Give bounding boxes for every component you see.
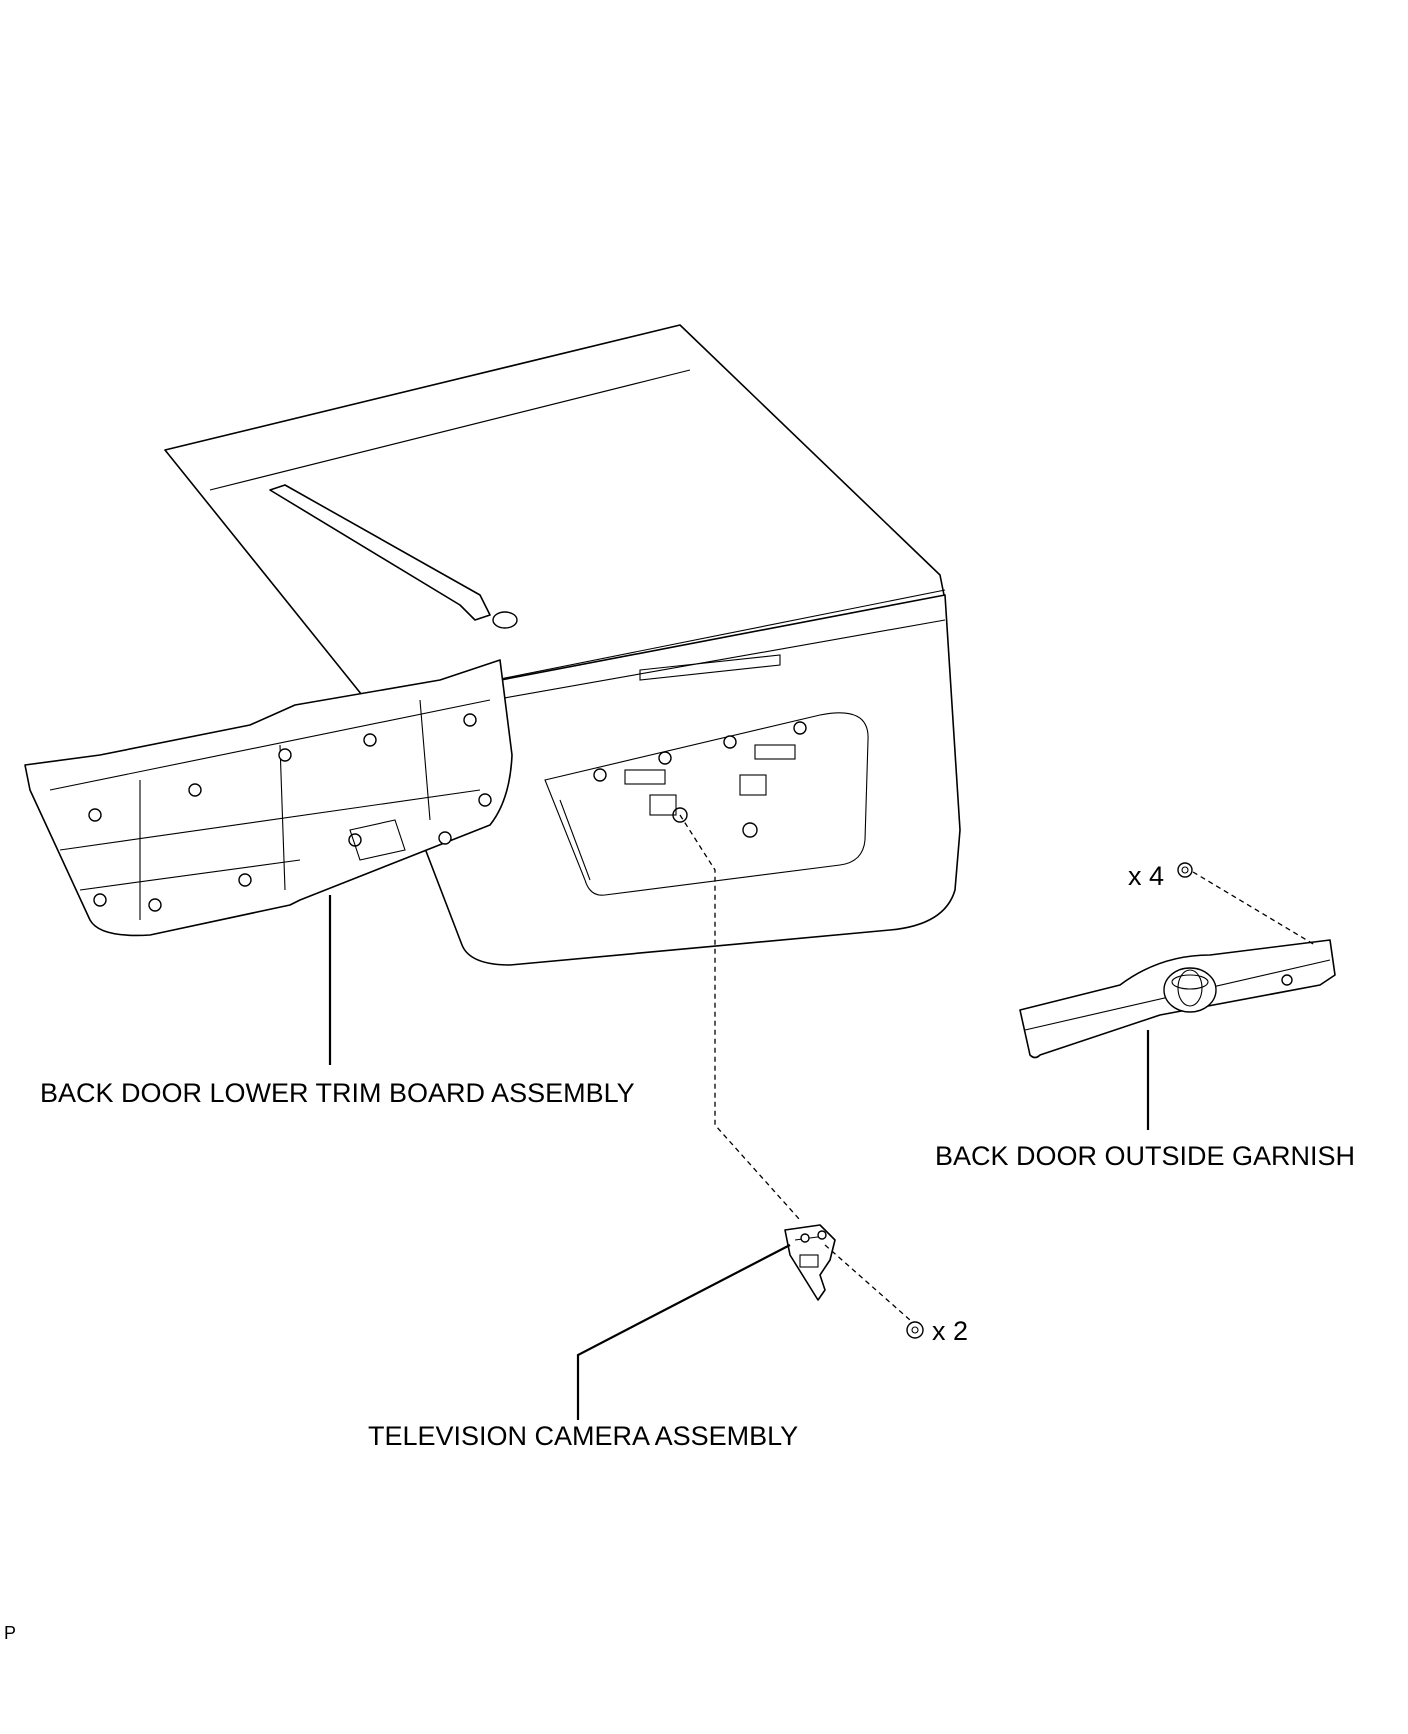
back-door-panel bbox=[164, 324, 961, 966]
television-camera-assembly bbox=[784, 1224, 836, 1301]
back-door-outside-garnish bbox=[1019, 939, 1336, 1059]
camera-leader-line bbox=[576, 1244, 791, 1420]
toyota-emblem-icon bbox=[1163, 967, 1217, 1013]
camera-screw-icon bbox=[906, 1321, 924, 1339]
back-door-lower-trim-board bbox=[24, 659, 513, 937]
garnish-nut-quantity: x 4 bbox=[1128, 861, 1165, 891]
figure-id: P bbox=[4, 1623, 17, 1643]
garnish-label: BACK DOOR OUTSIDE GARNISH bbox=[935, 1141, 1356, 1171]
camera-screw-quantity: x 2 bbox=[932, 1316, 969, 1346]
camera-label: TELEVISION CAMERA ASSEMBLY bbox=[368, 1421, 799, 1451]
garnish-nut-icon bbox=[1177, 862, 1193, 878]
lower-trim-label: BACK DOOR LOWER TRIM BOARD ASSEMBLY bbox=[40, 1078, 635, 1108]
garnish-nut-dashed-line bbox=[1192, 871, 1316, 946]
camera-dashed-line bbox=[679, 814, 801, 1221]
camera-screw-dashed-line bbox=[824, 1244, 911, 1321]
